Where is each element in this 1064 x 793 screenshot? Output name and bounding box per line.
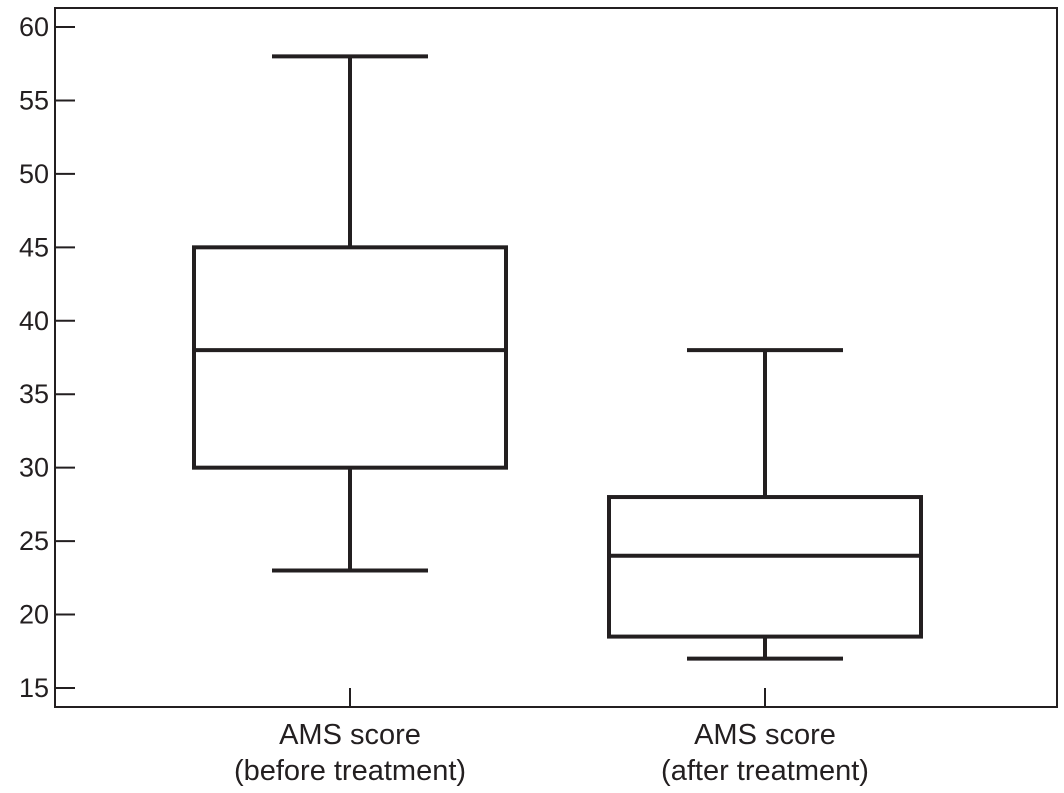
box-1 [192, 54, 508, 573]
y-tick-label: 60 [19, 12, 49, 42]
x-category-label: (after treatment) [661, 755, 869, 787]
x-axis: AMS score (before treatment) AMS score (aft… [234, 688, 869, 787]
y-axis: 15 20 25 30 35 40 45 50 55 60 [19, 12, 75, 703]
box-2 [607, 348, 923, 661]
y-tick-label: 15 [19, 673, 49, 703]
x-category-label: AMS score [694, 719, 836, 751]
boxes [192, 54, 923, 661]
iqr-box [192, 245, 508, 470]
x-category-label: (before treatment) [234, 755, 466, 787]
plot-frame [54, 7, 1058, 708]
y-tick-label: 35 [19, 379, 49, 409]
y-tick-label: 45 [19, 232, 49, 262]
y-tick-label: 25 [19, 526, 49, 556]
y-tick-label: 50 [19, 159, 49, 189]
y-tick-label: 55 [19, 85, 49, 115]
iqr-box [607, 495, 923, 639]
y-tick-label: 30 [19, 453, 49, 483]
y-tick-label: 40 [19, 306, 49, 336]
x-category-label: AMS score [279, 719, 421, 751]
y-tick-label: 20 [19, 600, 49, 630]
